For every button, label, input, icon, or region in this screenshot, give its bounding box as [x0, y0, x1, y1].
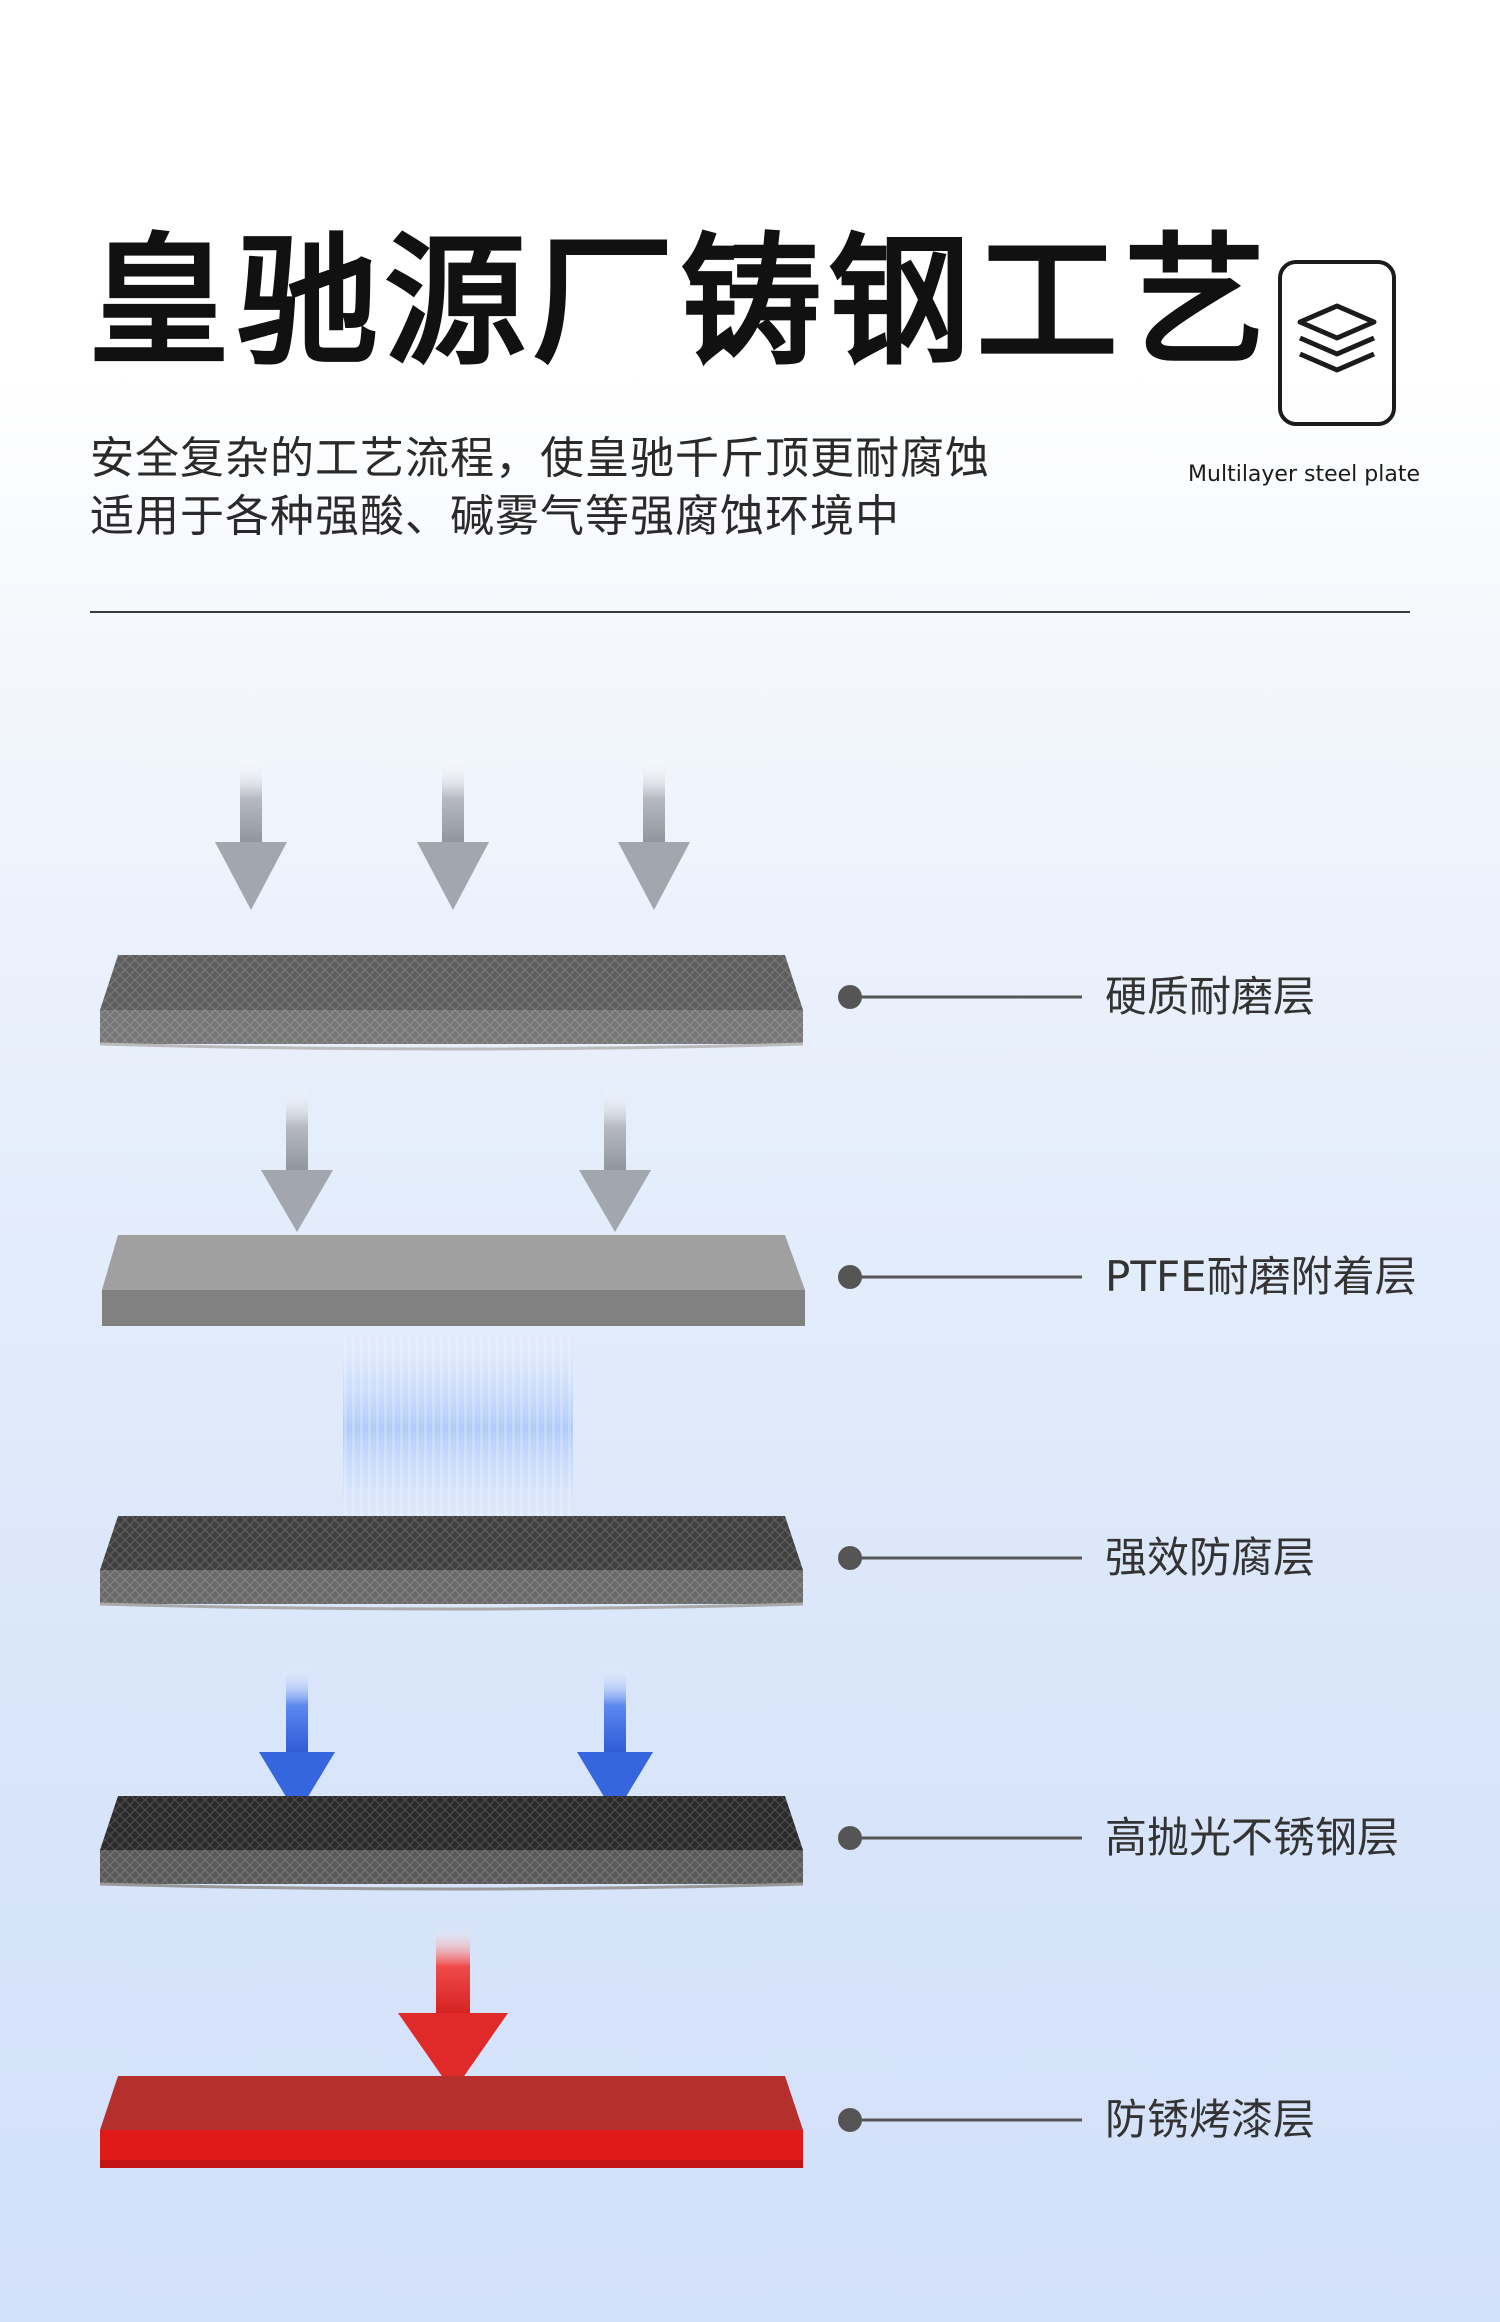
header-divider	[90, 611, 1410, 613]
down-arrow	[579, 1088, 651, 1232]
connector-1	[838, 985, 1082, 1009]
arrow-group-5	[398, 1926, 508, 2092]
plate-paint-layer	[100, 2076, 803, 2168]
layer-label-ptfe: PTFE耐磨附着层	[1105, 1252, 1417, 1301]
layer-label-paint: 防锈烤漆层	[1105, 2095, 1316, 2144]
plate-ptfe-layer	[102, 1235, 805, 1326]
arrow-group-4	[259, 1665, 653, 1815]
down-arrow	[259, 1665, 335, 1815]
layer-label-anticorrosion: 强效防腐层	[1105, 1533, 1316, 1582]
connector-4	[838, 1826, 1082, 1850]
subtitle-line-2: 适用于各种强酸、碱雾气等强腐蚀环境中	[90, 491, 900, 542]
glow-stripes	[343, 1338, 573, 1518]
connector-3	[838, 1546, 1082, 1570]
arrow-group-1	[215, 760, 690, 910]
connector-5	[838, 2108, 1082, 2132]
down-arrow	[261, 1088, 333, 1232]
subtitle-line-1: 安全复杂的工艺流程，使皇驰千斤顶更耐腐蚀	[90, 433, 990, 484]
down-arrow	[215, 760, 287, 910]
layers-icon	[1297, 303, 1377, 373]
plate-anticorrosion-layer	[99, 1516, 804, 1611]
layer-label-stainless: 高抛光不锈钢层	[1105, 1813, 1400, 1862]
layers-badge	[1278, 260, 1396, 426]
subtitle: 安全复杂的工艺流程，使皇驰千斤顶更耐腐蚀 适用于各种强酸、碱雾气等强腐蚀环境中	[90, 430, 990, 546]
plate-hard-wear-layer	[99, 955, 804, 1051]
down-arrow	[618, 760, 690, 910]
page-title: 皇驰源厂铸钢工艺	[88, 220, 1272, 385]
badge-caption: Multilayer steel plate	[1188, 462, 1420, 487]
connector-2	[838, 1265, 1082, 1289]
down-arrow	[577, 1665, 653, 1815]
arrow-group-2	[261, 1088, 651, 1232]
down-arrow	[417, 760, 489, 910]
layer-label-hard-wear: 硬质耐磨层	[1105, 972, 1316, 1021]
down-arrow	[398, 1926, 508, 2092]
plate-stainless-layer	[99, 1796, 804, 1891]
